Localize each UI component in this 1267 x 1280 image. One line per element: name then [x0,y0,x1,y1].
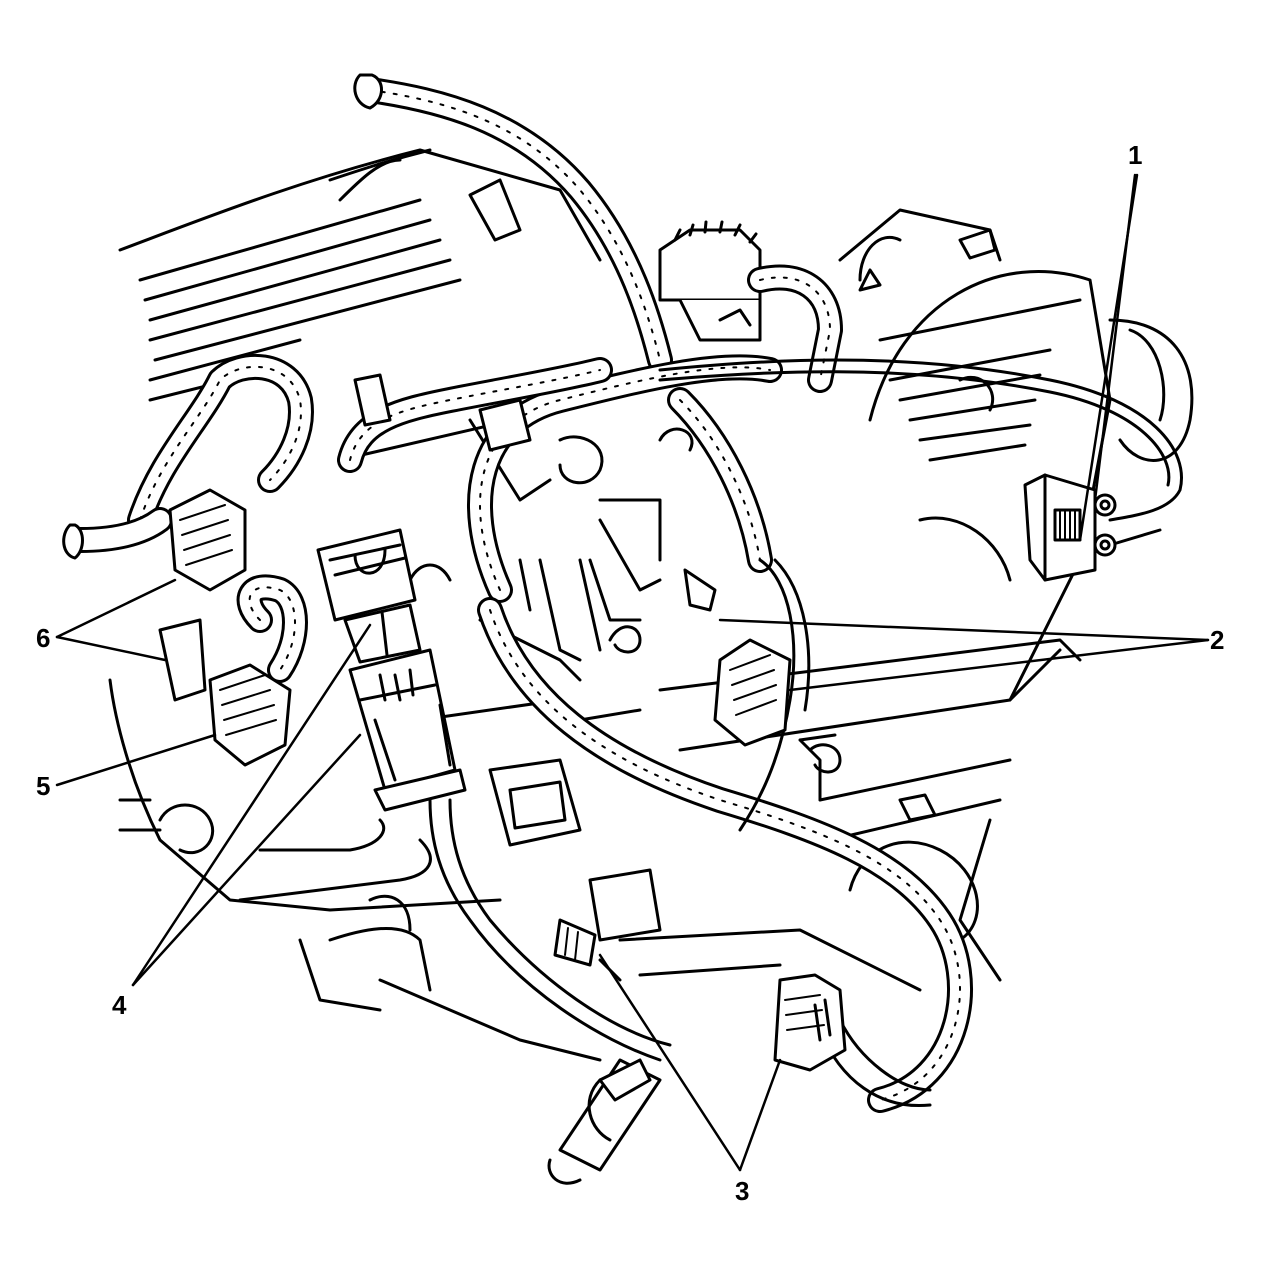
connector-2 [683,568,792,747]
leader-lines [55,173,1210,1172]
misc-components [353,373,662,1102]
callout-1: 1 [1128,140,1143,170]
callout-5: 5 [36,771,51,801]
callout-2: 2 [1210,625,1225,655]
connector-3-lower-center [553,918,597,967]
callout-4: 4 [112,990,127,1020]
callout-3: 3 [735,1176,750,1206]
engine-outline [108,148,1194,1185]
distributor-cap [658,220,762,342]
main-wiring-harness [62,73,973,1113]
connector-4 [316,528,467,812]
connector-1 [1023,473,1117,582]
connector-3-lower-right [773,973,847,1072]
callout-6: 6 [36,623,51,653]
connector-5 [208,663,292,767]
connector-6 [158,488,247,702]
